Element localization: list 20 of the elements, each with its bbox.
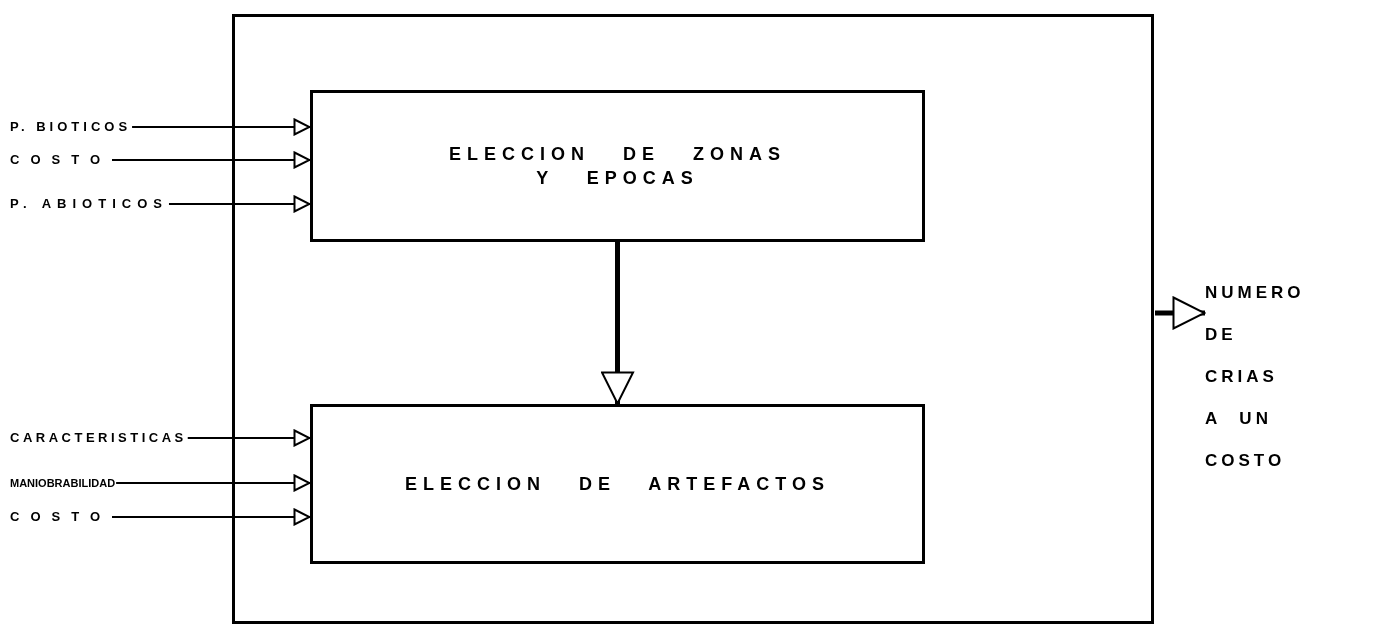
input-label: COSTO xyxy=(10,150,111,170)
output-label: NUMERO DE CRIAS A UN COSTO xyxy=(1205,272,1309,482)
process-box xyxy=(310,404,925,564)
arrow xyxy=(601,242,634,405)
box-label: ELECCION DE ZONAS Y EPOCAS xyxy=(448,143,787,190)
arrow xyxy=(1155,296,1206,330)
process-box xyxy=(310,90,925,242)
input-label: COSTO xyxy=(10,507,111,527)
arrow xyxy=(167,195,311,213)
arrow xyxy=(131,118,311,136)
arrow xyxy=(111,508,311,526)
input-label: P. BIOTICOS xyxy=(10,117,132,137)
arrow xyxy=(186,429,311,447)
box-label: ELECCION DE ARTEFACTOS xyxy=(405,473,830,496)
input-label: MANIOBRABILIDAD xyxy=(10,473,116,493)
input-label: CARACTERISTICAS xyxy=(10,428,187,448)
frame-box xyxy=(232,14,1154,624)
arrow xyxy=(115,474,311,492)
input-label: P. ABIOTICOS xyxy=(10,194,168,214)
arrow xyxy=(111,151,311,169)
